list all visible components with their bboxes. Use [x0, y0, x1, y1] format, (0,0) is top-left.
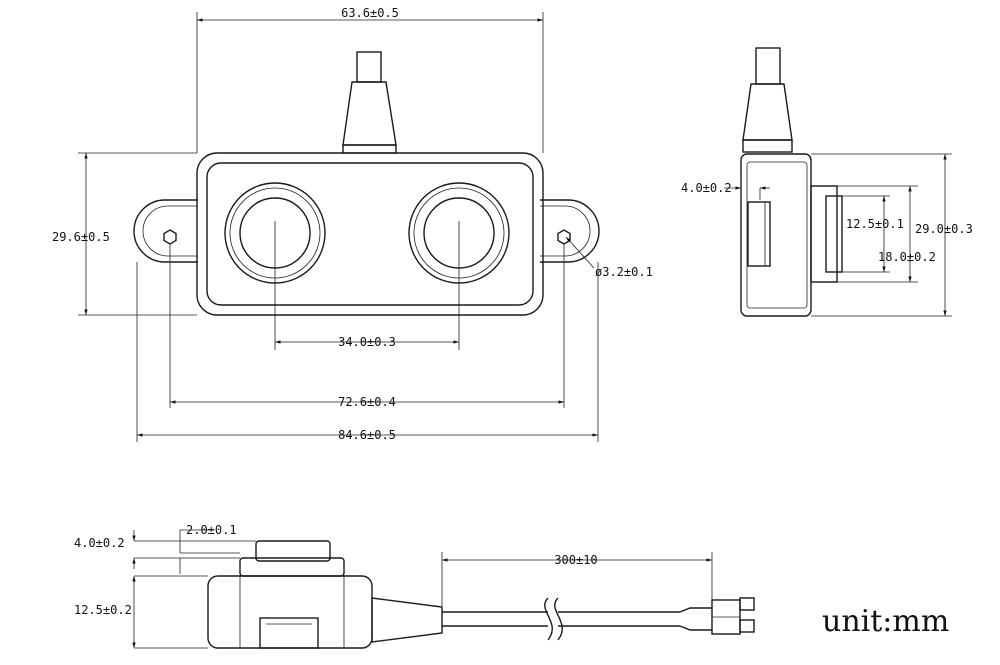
right-ear-inner [540, 205, 591, 257]
side-body [740, 153, 812, 317]
dim-side-step: 4.0±0.2 [681, 181, 732, 195]
dim-side-boss: 18.0±0.2 [878, 250, 936, 264]
unit-label: unit:mm [822, 604, 949, 639]
left-ear-inner [142, 205, 198, 257]
dim-bottom-height: 12.5±0.2 [74, 603, 132, 617]
bottom-body [207, 575, 373, 649]
dim-side-height: 29.0±0.3 [915, 222, 973, 236]
left-ear [133, 199, 198, 263]
front-body-outer [196, 152, 544, 316]
right-ear [540, 199, 600, 263]
dim-hole-dia: ø3.2±0.1 [595, 265, 653, 279]
side-slot [747, 201, 771, 267]
dim-bottom-offset: 2.0±0.1 [186, 523, 237, 537]
front-body-inner [206, 162, 534, 306]
side-cable [755, 47, 781, 85]
front-view: 63.6±0.5 29.6±0.5 ø3.2±0.1 34.0±0.3 72.6… [52, 6, 653, 442]
side-body-inner [746, 161, 808, 309]
side-boss [810, 185, 838, 283]
front-strain-collar [342, 144, 397, 154]
dim-bottom-step: 4.0±0.2 [74, 536, 125, 550]
right-hole [557, 229, 571, 245]
dim-overall-width: 84.6±0.5 [338, 428, 396, 442]
dim-top-width: 63.6±0.5 [341, 6, 399, 20]
front-strain-relief [342, 81, 397, 146]
dim-side-inner: 12.5±0.1 [846, 217, 904, 231]
bottom-strain-relief [371, 597, 443, 643]
bottom-view: 4.0±0.2 2.0±0.1 12.5±0.2 300±10 [74, 523, 755, 649]
bottom-top-cap [255, 540, 331, 562]
side-strain-relief [742, 83, 793, 141]
side-view: 4.0±0.2 12.5±0.1 18.0±0.2 29.0±0.3 [681, 47, 973, 317]
side-boss-inner [825, 195, 843, 273]
dim-sensor-spacing: 34.0±0.3 [338, 335, 396, 349]
bottom-connector [259, 617, 319, 649]
front-cable [356, 51, 382, 83]
dim-cable-length: 300±10 [554, 553, 597, 567]
left-hole [163, 229, 177, 245]
dim-hole-spacing: 72.6±0.4 [338, 395, 396, 409]
dim-height-left: 29.6±0.5 [52, 230, 110, 244]
